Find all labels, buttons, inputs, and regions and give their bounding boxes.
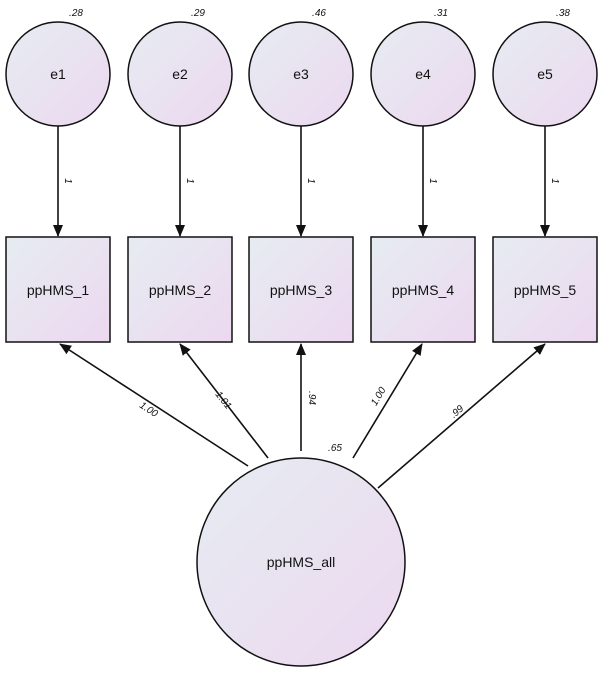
error-label-e5: e5 bbox=[537, 66, 553, 82]
loading-path-2: 1.01 bbox=[179, 343, 269, 459]
indicator-label-2: ppHMS_2 bbox=[149, 282, 211, 298]
error-path-weight-4: 1 bbox=[427, 178, 438, 184]
error-variance-e4: .31 bbox=[434, 8, 448, 19]
loading-value-5: .99 bbox=[449, 403, 467, 421]
error-path-1: 1 bbox=[53, 126, 73, 237]
error-variance-e2: .29 bbox=[191, 8, 205, 19]
indicator-ppHMS-1: ppHMS_1 bbox=[5, 236, 111, 343]
error-path-weight-5: 1 bbox=[549, 178, 560, 184]
error-path-3: 1 bbox=[296, 126, 316, 237]
loading-path-5: .99 bbox=[377, 343, 546, 489]
indicator-label-5: ppHMS_5 bbox=[514, 282, 576, 298]
error-term-e5: e5 .38 bbox=[492, 8, 598, 127]
error-path-weight-1: 1 bbox=[62, 178, 73, 184]
indicator-label-1: ppHMS_1 bbox=[27, 282, 89, 298]
error-path-5: 1 bbox=[540, 126, 560, 237]
error-label-e1: e1 bbox=[50, 66, 66, 82]
latent-variance: .65 bbox=[328, 443, 342, 454]
indicator-label-4: ppHMS_4 bbox=[392, 282, 454, 298]
latent-label: ppHMS_all bbox=[267, 554, 335, 570]
indicator-ppHMS-5: ppHMS_5 bbox=[492, 236, 598, 343]
error-term-e3: e3 .46 bbox=[248, 8, 354, 127]
latent-factor-ppHMS-all: ppHMS_all .65 bbox=[196, 443, 406, 667]
error-path-weight-3: 1 bbox=[305, 178, 316, 184]
indicator-ppHMS-2: ppHMS_2 bbox=[127, 236, 233, 343]
loading-value-3: .94 bbox=[306, 391, 317, 405]
error-variance-e3: .46 bbox=[312, 8, 326, 19]
error-label-e4: e4 bbox=[415, 66, 431, 82]
error-term-e2: e2 .29 bbox=[127, 8, 233, 127]
error-path-4: 1 bbox=[418, 126, 438, 237]
error-path-2: 1 bbox=[175, 126, 195, 237]
indicator-ppHMS-4: ppHMS_4 bbox=[370, 236, 476, 343]
error-variance-e5: .38 bbox=[556, 8, 570, 19]
indicator-label-3: ppHMS_3 bbox=[270, 282, 332, 298]
error-label-e2: e2 bbox=[172, 66, 188, 82]
indicator-ppHMS-3: ppHMS_3 bbox=[248, 236, 354, 343]
error-term-e4: e4 .31 bbox=[370, 8, 476, 127]
loading-path-3: .94 bbox=[296, 343, 317, 451]
loading-path-4: 1.00 bbox=[352, 343, 423, 459]
error-label-e3: e3 bbox=[293, 66, 309, 82]
error-path-weight-2: 1 bbox=[184, 178, 195, 184]
loading-value-1: 1.00 bbox=[137, 400, 160, 420]
error-term-e1: e1 .28 bbox=[5, 8, 111, 127]
error-variance-e1: .28 bbox=[69, 8, 83, 19]
